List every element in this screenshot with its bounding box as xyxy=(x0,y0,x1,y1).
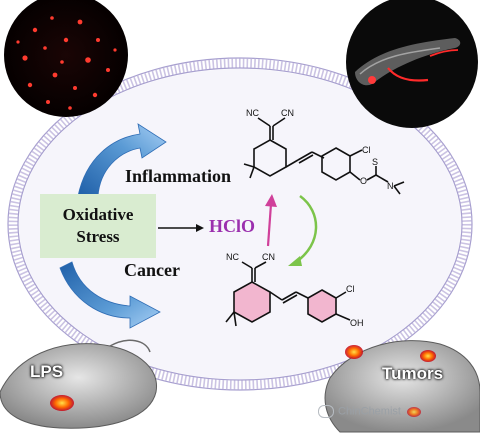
top-n-label: N xyxy=(387,181,394,191)
green-conversion-arrow xyxy=(288,194,318,266)
oxidative-line: Oxidative xyxy=(62,205,134,224)
watermark: ChinChemist xyxy=(318,405,401,418)
zebrafish-image xyxy=(346,0,478,128)
tumors-label: Tumors xyxy=(382,364,444,383)
top-o-label: O xyxy=(360,176,367,186)
top-s-label: S xyxy=(372,157,378,167)
bottom-cl-label: Cl xyxy=(346,284,355,294)
bottom-nc-label: NC xyxy=(226,252,239,262)
cell-fluorescence-image xyxy=(4,0,128,117)
watermark-text: ChinChemist xyxy=(338,405,401,418)
top-nc-label: NC xyxy=(246,108,259,118)
lps-mouse-image xyxy=(0,339,157,429)
pink-arrow-up xyxy=(265,194,277,247)
bottom-cn-label: CN xyxy=(262,252,275,262)
top-cn-label: CN xyxy=(281,108,294,118)
hclo-label: HClO xyxy=(209,216,256,236)
arrow-to-hclo xyxy=(158,224,204,232)
top-cl-label: Cl xyxy=(362,145,371,155)
cancer-label: Cancer xyxy=(124,260,180,280)
probe-molecule xyxy=(243,117,405,195)
inflammation-label: Inflammation xyxy=(125,166,232,186)
blue-arrow-to-cancer xyxy=(59,261,161,329)
tumor-mouse-image xyxy=(324,340,480,433)
wechat-icon xyxy=(318,405,334,418)
stress-line: Stress xyxy=(76,227,120,246)
blue-arrow-to-inflammation xyxy=(77,123,167,197)
oxidative-stress-box: Oxidative Stress xyxy=(40,194,156,258)
lps-label: LPS xyxy=(30,362,64,381)
bottom-oh-label: OH xyxy=(350,318,364,328)
product-molecule xyxy=(225,261,351,327)
